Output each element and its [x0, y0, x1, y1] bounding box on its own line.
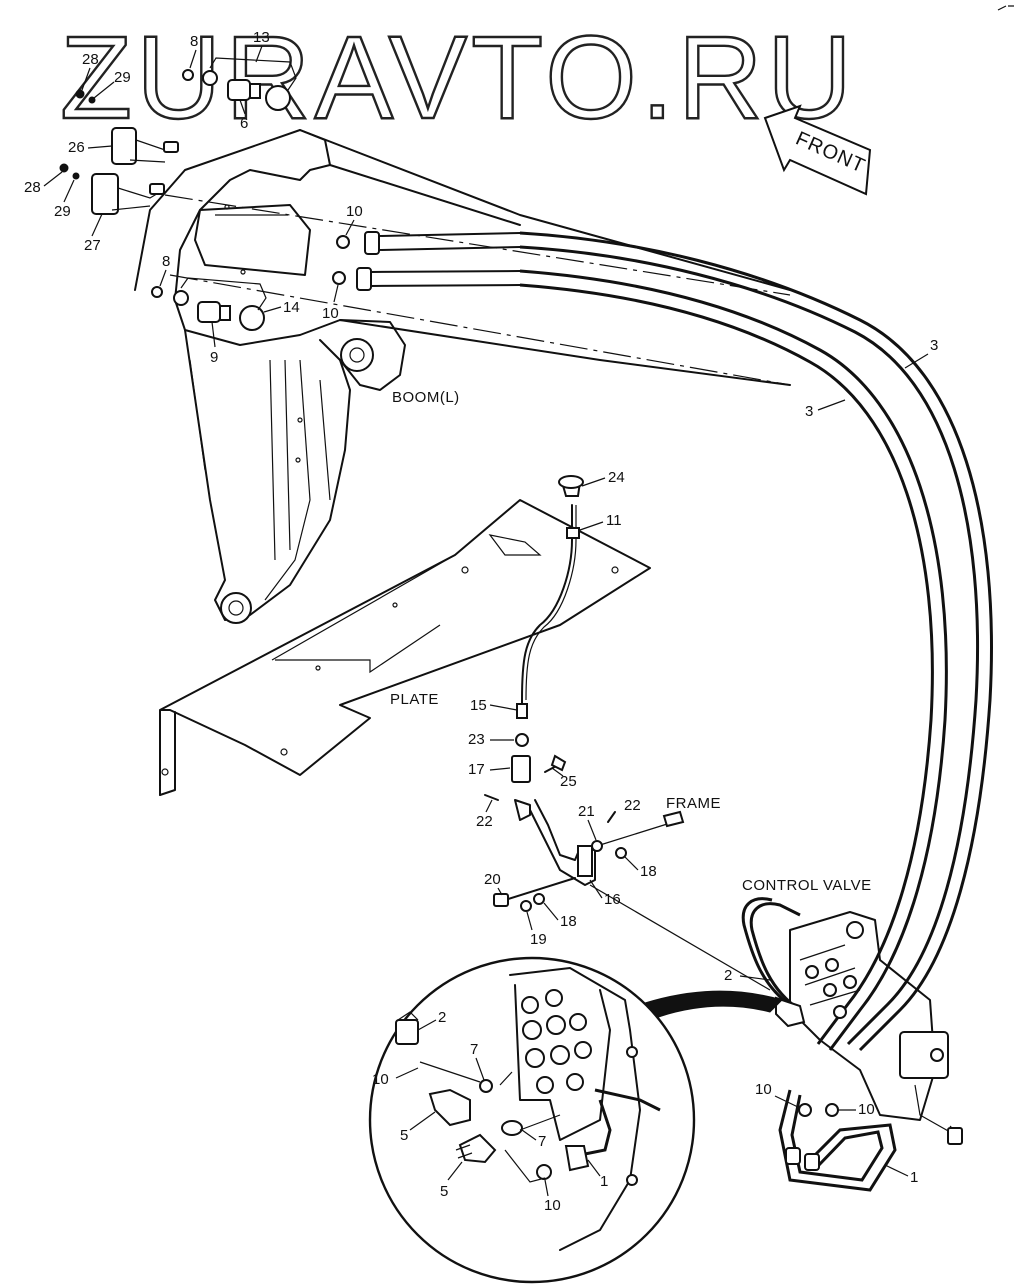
callout-22-right: 22: [624, 797, 641, 814]
boom-left: [134, 129, 791, 624]
callout-22-left: 22: [476, 813, 493, 830]
watermark-text: ZURAVTO.RU: [60, 12, 856, 144]
callout-26: 26: [68, 139, 85, 156]
callout-13: 13: [253, 29, 270, 46]
bracket-26: [111, 127, 179, 165]
boom-label: BOOM(L): [392, 389, 460, 406]
callout-2-detail: 2: [438, 1009, 446, 1026]
coupler-lower: [151, 277, 267, 331]
callout-29-upper: 29: [114, 69, 131, 86]
callout-24: 24: [608, 469, 625, 486]
hose-3-outer: [519, 231, 993, 1052]
callout-8-lower: 8: [162, 253, 170, 270]
callout-8-upper: 8: [190, 33, 198, 50]
callout-6: 6: [240, 115, 248, 132]
callout-21: 21: [578, 803, 595, 820]
callout-10-a: 10: [346, 203, 363, 220]
callout-16: 16: [604, 891, 621, 908]
callout-7-lower: 7: [538, 1133, 546, 1150]
callout-27: 27: [84, 237, 101, 254]
callout-10-b: 10: [322, 305, 339, 322]
bolt-28-lower: [59, 163, 80, 180]
callout-3-upper: 3: [930, 337, 938, 354]
control-valve-label: CONTROL VALVE: [742, 877, 872, 894]
coupler-upper: [182, 57, 297, 111]
hose-3-inner: [519, 269, 948, 1051]
plate: [159, 499, 651, 796]
leader-control-valve: [589, 884, 771, 991]
callout-10-e: 10: [372, 1071, 389, 1088]
callout-10-c: 10: [755, 1081, 772, 1098]
hose-1: [778, 1089, 897, 1192]
plate-label: PLATE: [390, 691, 439, 708]
boom-fitting-upper: [336, 231, 521, 255]
hose-2: [741, 897, 806, 1028]
boom-fitting-lower: [332, 267, 521, 291]
callout-2-main: 2: [724, 967, 732, 984]
washer-18-right: [615, 847, 627, 859]
pin-22-right: [607, 811, 616, 823]
callout-1-detail: 1: [600, 1173, 608, 1190]
callout-10-d: 10: [858, 1101, 875, 1118]
callout-25: 25: [560, 773, 577, 790]
callout-28-upper: 28: [82, 51, 99, 68]
callout-28-lower: 28: [24, 179, 41, 196]
washer-19: [520, 900, 532, 912]
callout-10-f: 10: [544, 1197, 561, 1214]
callout-18-left: 18: [560, 913, 577, 930]
callout-9: 9: [210, 349, 218, 366]
detail-view: [368, 956, 696, 1284]
cable-assembly: [515, 475, 584, 747]
control-valve: [789, 911, 963, 1145]
callout-11: 11: [606, 512, 622, 529]
callout-15: 15: [470, 697, 487, 714]
callout-5-upper: 5: [400, 1127, 408, 1144]
callout-23: 23: [468, 731, 485, 748]
callout-7-upper: 7: [470, 1041, 478, 1058]
callout-3-lower: 3: [805, 403, 813, 420]
washer-21: [591, 840, 603, 852]
callout-14: 14: [283, 299, 300, 316]
callout-18-right: 18: [640, 863, 657, 880]
bolt-28-upper: [75, 89, 96, 104]
frame-label: FRAME: [666, 795, 721, 812]
washer-18-left: [533, 893, 545, 905]
callout-17: 17: [468, 761, 485, 778]
detail-pointer: [628, 990, 783, 1021]
callout-20: 20: [484, 871, 501, 888]
corner-mark: [997, 5, 1014, 11]
callout-5-lower: 5: [440, 1183, 448, 1200]
callout-1-main: 1: [910, 1169, 918, 1186]
callout-29-lower: 29: [54, 203, 71, 220]
bracket-27: [91, 173, 165, 215]
pin-22-left: [484, 794, 499, 801]
callout-19: 19: [530, 931, 547, 948]
bracket-17: [511, 754, 567, 783]
